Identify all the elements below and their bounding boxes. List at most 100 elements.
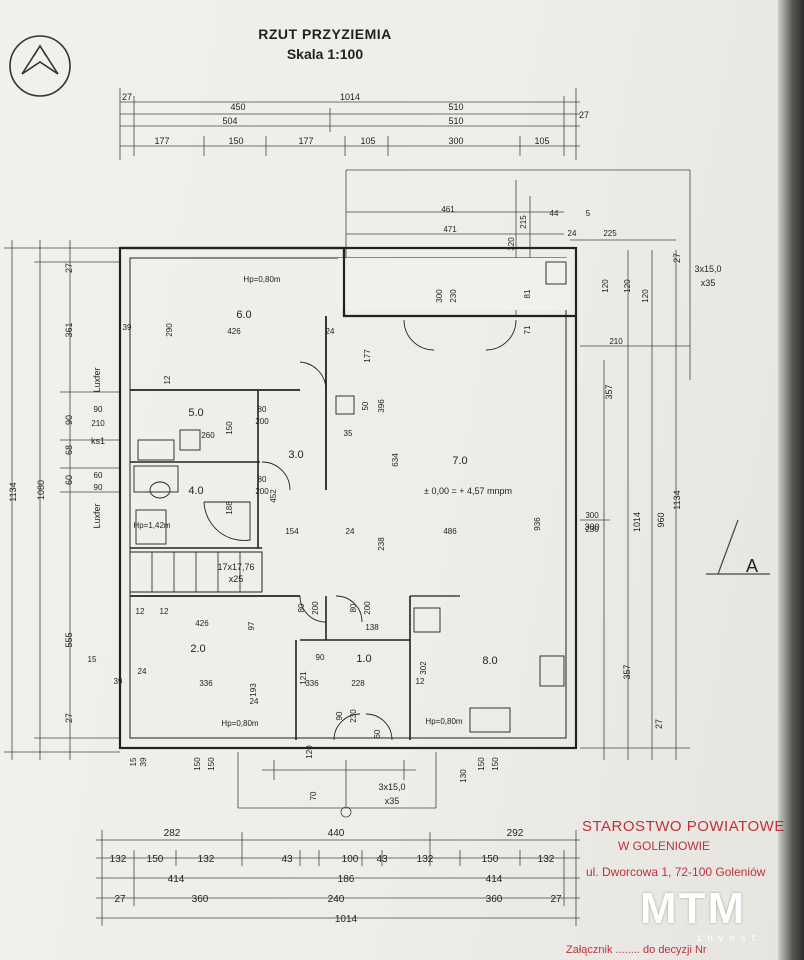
dim-interior: 230 xyxy=(449,289,458,303)
window-note: Hp=0,80m xyxy=(221,719,258,728)
entrance-steps-count: x35 xyxy=(385,796,400,806)
dim-interior: 150 xyxy=(193,757,202,771)
dim-interior: 80 xyxy=(297,603,306,612)
dim-left: 90 xyxy=(64,415,74,425)
dim-interior: 138 xyxy=(365,623,379,632)
dim-right: 357 xyxy=(622,664,632,679)
entrance-steps: 3x15,0 xyxy=(378,782,405,792)
dim-left: 1080 xyxy=(36,480,46,500)
window-note: Hp=1,42m xyxy=(133,521,170,530)
dim-top: 450 xyxy=(230,102,245,112)
dim-interior: 39 xyxy=(139,757,148,766)
dim-interior: 300 xyxy=(585,511,599,520)
dim-interior: 230 xyxy=(349,709,358,723)
dim-bottom: 240 xyxy=(328,894,345,905)
logo-word: MTM xyxy=(640,884,747,933)
dim-interior: 200 xyxy=(255,417,269,426)
terrace-steps: 3x15,0 xyxy=(694,264,721,274)
room-number: 7.0 xyxy=(452,455,467,467)
dim-interior: 35 xyxy=(344,429,353,438)
dim-top: 510 xyxy=(448,116,463,126)
dim-interior: 80 xyxy=(258,475,267,484)
dim-interior: 130 xyxy=(459,769,468,783)
stamp-line-1: STAROSTWO POWIATOWE xyxy=(582,818,785,835)
dimension-lines xyxy=(4,88,770,926)
dim-interior: 228 xyxy=(351,679,365,688)
window-note: Hp=0,80m xyxy=(243,275,280,284)
window-note: Hp=0,80m xyxy=(425,717,462,726)
dim-bottom: 186 xyxy=(338,874,355,885)
dim-interior: 60 xyxy=(94,471,103,480)
dim-top: 105 xyxy=(534,136,549,146)
dim-interior: 90 xyxy=(316,653,325,662)
dim-bottom: 150 xyxy=(482,854,499,865)
dim-interior: 60 xyxy=(373,729,382,738)
dim-right: 1014 xyxy=(632,512,642,532)
dim-interior: 80 xyxy=(349,603,358,612)
dim-bottom: 132 xyxy=(417,854,434,865)
dim-interior: 24 xyxy=(326,327,335,336)
dim-interior: 210 xyxy=(91,419,105,428)
dim-interior: 5 xyxy=(586,209,591,218)
dim-interior: 81 xyxy=(523,289,532,298)
dim-interior: 426 xyxy=(227,327,241,336)
sheet-edge-shadow xyxy=(778,0,804,960)
dim-interior: 238 xyxy=(377,537,386,551)
stamp-line-2: W GOLENIOWIE xyxy=(618,839,711,853)
dim-interior: 71 xyxy=(523,325,532,334)
dim-bottom: 43 xyxy=(376,854,388,865)
dim-left: 60 xyxy=(64,475,74,485)
luxfer-label: Luxfer xyxy=(92,367,102,392)
dim-interior: 150 xyxy=(491,757,500,771)
dim-interior: 210 xyxy=(609,337,623,346)
room-number: 3.0 xyxy=(288,449,303,461)
dim-interior: 215 xyxy=(519,215,528,229)
dim-right: 27 xyxy=(654,719,664,729)
logo-subtitle: invest xyxy=(696,934,763,945)
dim-interior: 50 xyxy=(361,401,370,410)
dim-interior: 290 xyxy=(165,323,174,337)
dim-interior: 12 xyxy=(136,607,145,616)
dim-interior: 336 xyxy=(305,679,319,688)
plan-scale: Skala 1:100 xyxy=(286,46,364,62)
dim-interior: 15 xyxy=(129,757,138,766)
dim-right: 960 xyxy=(656,512,666,527)
dim-interior: 471 xyxy=(443,225,457,234)
dim-interior: 200 xyxy=(255,487,269,496)
dim-bottom: 132 xyxy=(198,854,215,865)
dim-interior: 24 xyxy=(568,229,577,238)
dim-interior: 936 xyxy=(533,517,542,531)
dim-interior: 634 xyxy=(391,453,400,467)
dim-interior: 260 xyxy=(201,431,215,440)
dim-interior: 177 xyxy=(363,349,372,363)
dim-interior: 80 xyxy=(258,405,267,414)
dim-bottom: 292 xyxy=(507,828,524,839)
dim-bottom: 27 xyxy=(550,894,562,905)
dim-interior: 90 xyxy=(94,483,103,492)
dim-interior: 452 xyxy=(269,489,278,503)
walls xyxy=(118,246,578,750)
dim-top: 177 xyxy=(298,136,313,146)
room-number: 5.0 xyxy=(188,407,203,419)
dim-interior: 230 xyxy=(585,525,599,534)
north-arrow-icon xyxy=(9,35,71,97)
dim-interior: 193 xyxy=(249,683,258,697)
dim-interior: 44 xyxy=(550,209,559,218)
dim-interior: 24 xyxy=(250,697,259,706)
dim-interior: 90 xyxy=(94,405,103,414)
dim-bottom: 414 xyxy=(168,874,185,885)
dim-interior: 225 xyxy=(603,229,617,238)
dim-bottom: 360 xyxy=(192,894,209,905)
dim-interior: 12 xyxy=(416,677,425,686)
dim-bottom: 1014 xyxy=(335,914,358,925)
dim-interior: 426 xyxy=(195,619,209,628)
dim-interior: 97 xyxy=(247,621,256,630)
dim-bottom: 27 xyxy=(114,894,126,905)
dim-top: 300 xyxy=(448,136,463,146)
stairs-label: 17x17,76 xyxy=(217,562,254,572)
dim-interior: 120 xyxy=(623,279,632,293)
dim-interior: 39 xyxy=(123,323,132,332)
plan-title: RZUT PRZYZIEMIA xyxy=(258,26,392,42)
